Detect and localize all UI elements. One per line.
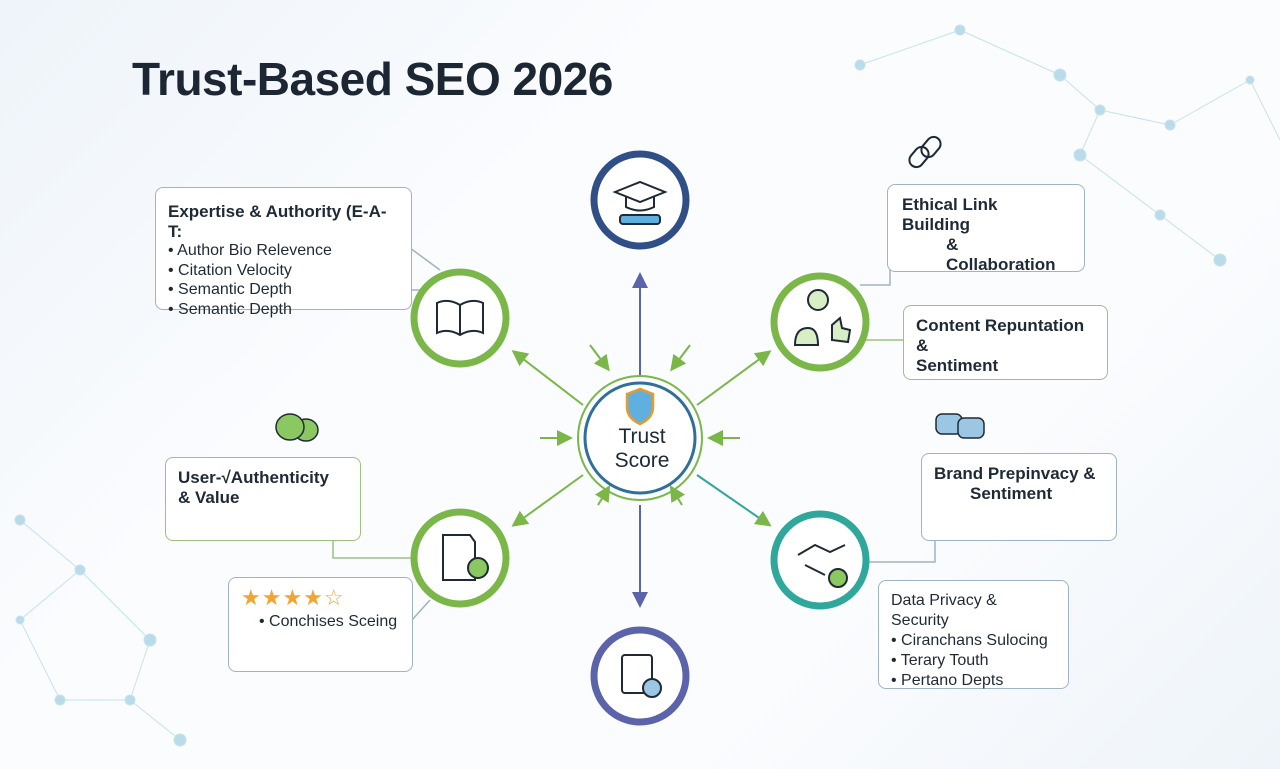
person-icon (807, 289, 829, 311)
content-reputation-line2: Sentiment (916, 356, 999, 375)
thumbs-up-icon (793, 316, 852, 346)
page-title: Trust-Based SEO 2026 (132, 53, 613, 105)
list-item: Conchises Sceing (259, 612, 400, 632)
list-item: Pertano Depts (891, 671, 1056, 691)
list-item: Terary Touth (891, 651, 1056, 671)
star-rating: ★★★★☆ (241, 585, 345, 610)
list-item: Citation Velocity (168, 261, 399, 281)
list-item: Semantic Depth (168, 300, 399, 320)
expertise-box: Expertise & Authority (E-A-T: Author Bio… (155, 187, 412, 318)
arrows (511, 272, 772, 608)
handshake-icon (797, 543, 846, 576)
network-decoration (14, 24, 1280, 747)
node-book (410, 268, 510, 368)
brand-line2: Sentiment (970, 484, 1053, 503)
shield-icon (625, 387, 655, 426)
trust-label: Trust (618, 425, 666, 448)
open-book-icon (436, 299, 484, 337)
content-reputation-box: Content Repuntation & Sentiment (903, 305, 1108, 380)
user-authenticity-box: User-√Authenticity & Value (165, 457, 361, 541)
brand-box: Brand Prepinvacy & Sentiment (921, 453, 1117, 541)
node-graduation (590, 150, 690, 250)
node-handshake (770, 510, 870, 610)
node-search (590, 626, 690, 726)
data-privacy-heading: Data Privacy & Security (891, 592, 997, 629)
graduation-cap-icon (612, 180, 668, 212)
score-label: Score (614, 449, 670, 472)
user-authenticity-line1: User-√Authenticity (178, 468, 330, 487)
list-item: Ciranchans Sulocing (891, 631, 1056, 651)
chat-bubbles-icon (275, 413, 319, 442)
rating-box: ★★★★☆ Conchises Sceing (228, 577, 413, 672)
expertise-heading: Expertise & Authority (E-A-T: (168, 202, 387, 241)
chain-link-icon (908, 135, 942, 169)
list-item: Semantic Depth (168, 280, 399, 300)
list-item: Author Bio Relevence (168, 241, 399, 261)
chat-bubbles-icon (935, 413, 985, 439)
trust-score-node (577, 375, 703, 501)
link-building-line1: Ethical Link Building (902, 195, 998, 234)
data-privacy-box: Data Privacy & Security Ciranchans Suloc… (878, 580, 1069, 689)
link-building-line2: & Collaboration (946, 235, 1056, 274)
trust-score-label: Trust Score (590, 425, 694, 473)
node-people (770, 272, 870, 372)
content-reputation-line1: Content Repuntation & (916, 316, 1085, 355)
node-document (410, 508, 510, 608)
link-building-box: Ethical Link Building & Collaboration (887, 184, 1085, 274)
user-authenticity-line2: & Value (178, 488, 240, 507)
brand-line1: Brand Prepinvacy & (934, 464, 1096, 483)
